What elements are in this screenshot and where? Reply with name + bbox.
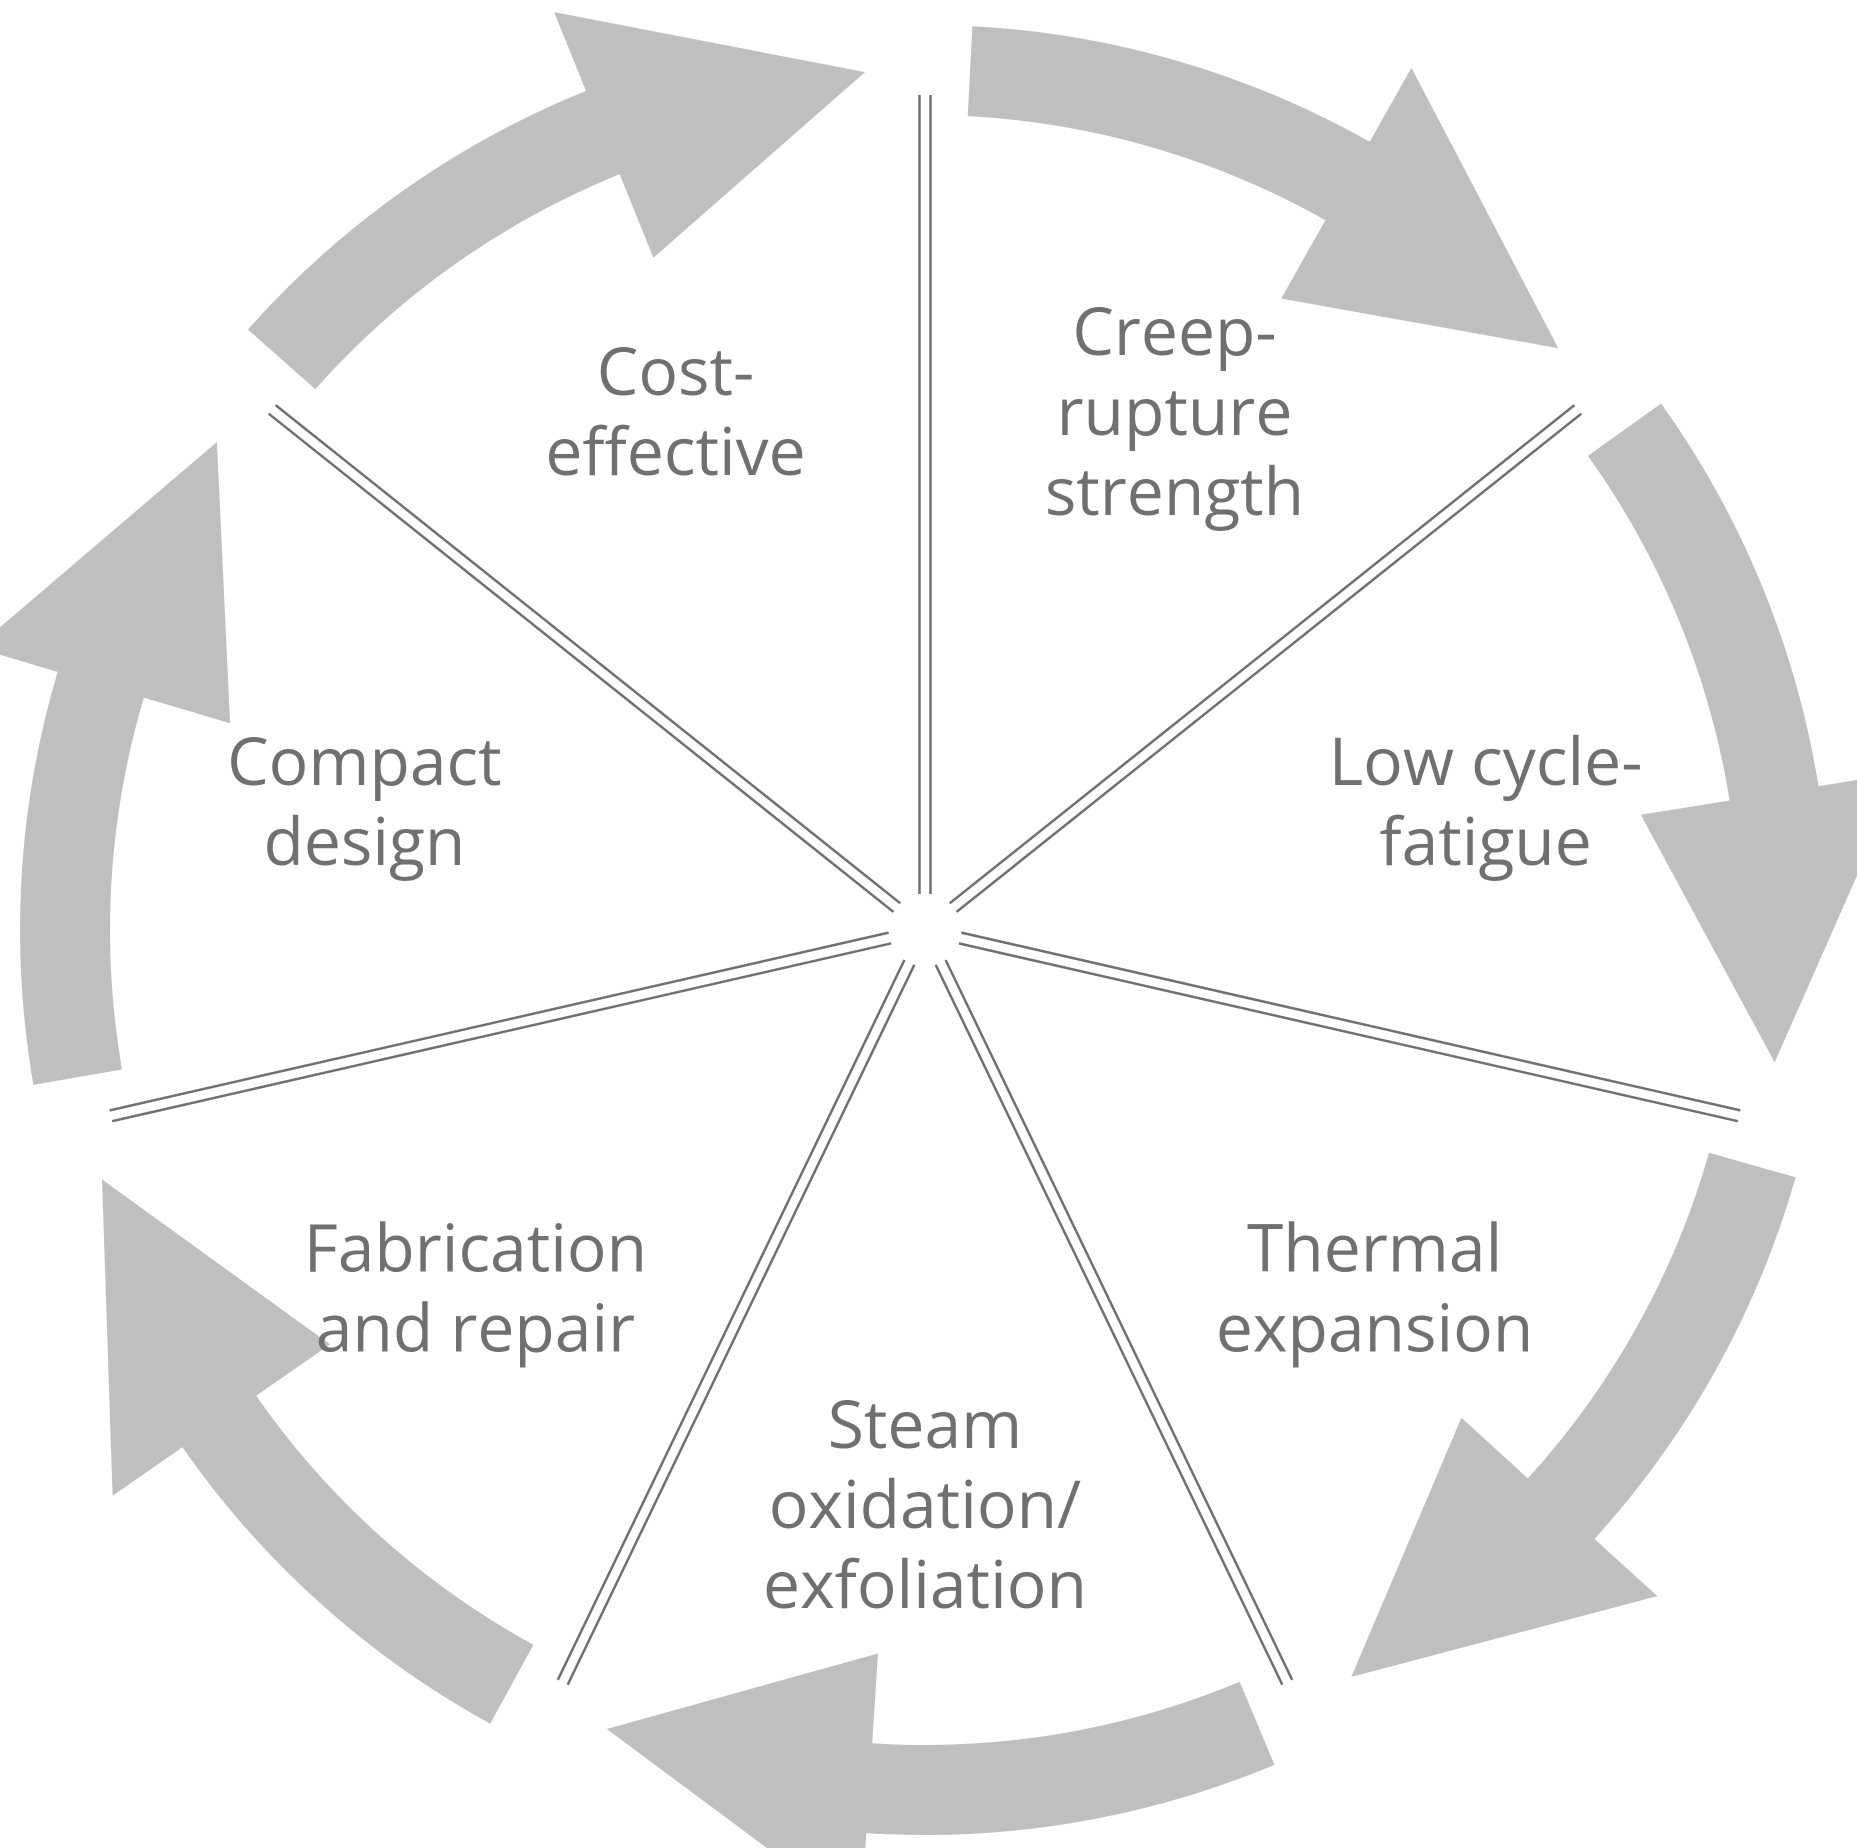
cycle-arrow-steam-oxidation-exfoliation: [606, 1653, 1275, 1848]
cycle-arrow-low-cycle-fatigue: [1587, 403, 1857, 1063]
label-line: design: [263, 795, 465, 885]
label-line: Fabrication: [304, 1202, 647, 1292]
label-line: Creep-: [1072, 285, 1276, 375]
label-line: Cost-: [597, 325, 755, 415]
label-line: strength: [1045, 445, 1304, 535]
divider-line-3-1: [944, 959, 1294, 1681]
label-line: Steam: [828, 1378, 1023, 1468]
cycle-arrow-fabrication-and-repair: [102, 1179, 534, 1724]
label-line: Thermal: [1247, 1202, 1502, 1292]
divider-line-3-0: [934, 964, 1284, 1686]
cycle-arrow-creep-rupture-strength: [967, 26, 1559, 349]
divider-line-5-1: [111, 942, 892, 1123]
divider-line-6-0: [274, 404, 902, 905]
divider-line-1-1: [948, 404, 1576, 905]
divider-line-2-1: [961, 931, 1741, 1112]
label-line: Low cycle-: [1329, 715, 1643, 805]
label-line: expansion: [1216, 1282, 1533, 1372]
divider-line-2-0: [958, 942, 1739, 1123]
cycle-arrow-compact-design: [0, 442, 231, 1085]
label-line: rupture: [1057, 365, 1293, 455]
divider-line-1-0: [955, 412, 1583, 913]
label-line: effective: [545, 405, 805, 495]
label-low-cycle-fatigue: Low cycle-fatigue: [1329, 715, 1643, 885]
segment-dividers: [109, 95, 1741, 1686]
label-line: exfoliation: [763, 1538, 1087, 1628]
cycle-arrow-thermal-expansion: [1351, 1152, 1796, 1677]
cycle-arrows: [0, 12, 1857, 1848]
label-cost-effective: Cost-effective: [545, 325, 805, 495]
label-line: oxidation/: [769, 1458, 1082, 1548]
divider-line-4-1: [566, 964, 916, 1686]
cycle-arrow-cost-effective: [247, 12, 865, 390]
label-line: fatigue: [1379, 795, 1591, 885]
divider-line-4-0: [556, 959, 906, 1681]
divider-line-5-0: [109, 931, 889, 1112]
label-line: Compact: [227, 715, 502, 805]
label-line: and repair: [316, 1282, 635, 1372]
divider-line-6-1: [267, 412, 895, 913]
